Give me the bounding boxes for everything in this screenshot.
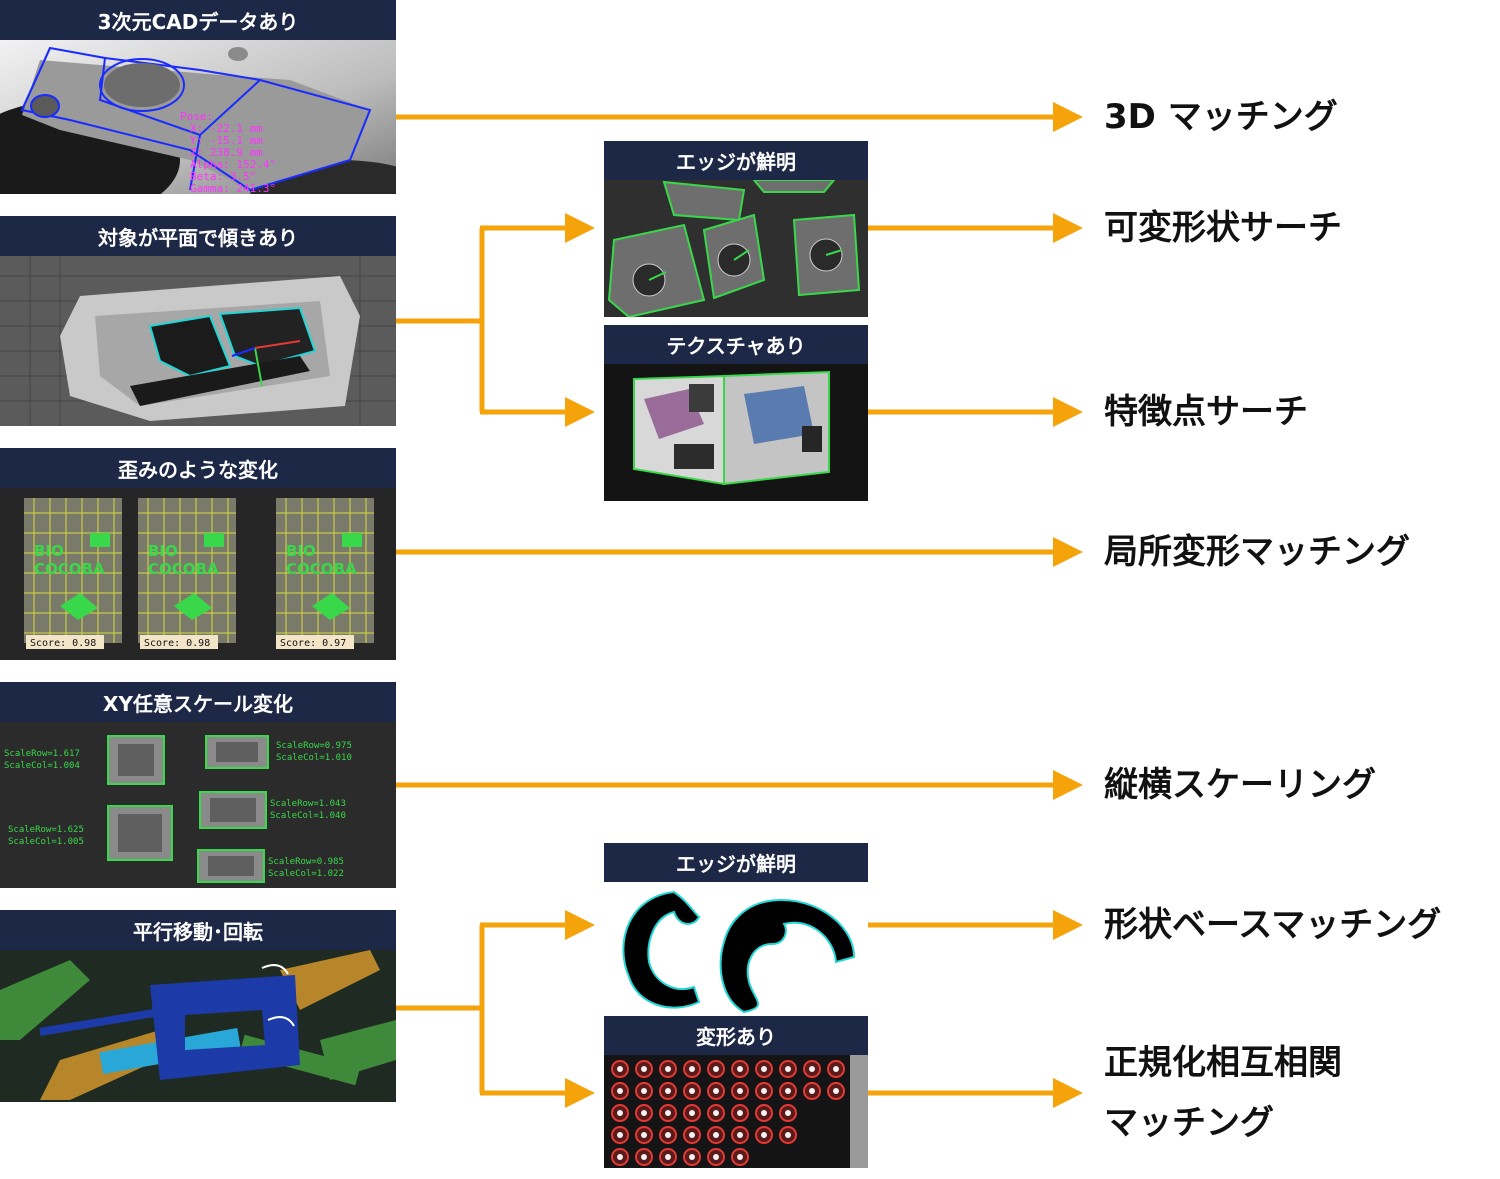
dot-center	[665, 1154, 671, 1160]
bio-text: BIO	[286, 542, 316, 560]
dot-center	[689, 1066, 695, 1072]
dot-center	[641, 1088, 647, 1094]
pose-line: Gamma: 241.3°	[190, 182, 276, 194]
scale-label: ScaleCol=1.040	[270, 811, 346, 821]
dot-center	[761, 1088, 767, 1094]
dot-center	[617, 1066, 623, 1072]
dot-center	[785, 1066, 791, 1072]
scale-label: ScaleCol=1.004	[4, 761, 80, 771]
dot-center	[617, 1154, 623, 1160]
dot-center	[641, 1132, 647, 1138]
dot-center	[785, 1110, 791, 1116]
condition-header-xy-scale: XY任意スケール変化	[0, 682, 396, 722]
bio-text: BIO	[34, 542, 64, 560]
chip-scale-image: ScaleRow=1.617 ScaleCol=1.004 ScaleRow=0…	[0, 722, 396, 888]
method-anisotropic-scaling: 縦横スケーリング	[1104, 765, 1376, 805]
dot-center	[689, 1154, 695, 1160]
method-ncc-line2: マッチング	[1104, 1103, 1274, 1143]
condition-header-distortion: 歪みのような変化	[0, 448, 396, 488]
dot-markers	[611, 1060, 845, 1166]
scale-label: ScaleRow=1.043	[270, 799, 346, 809]
pose-line: Pose:	[180, 110, 213, 123]
sub-header-edge-upper: エッジが鮮明	[604, 141, 868, 180]
pose-line: Beta: 3.5°	[190, 170, 256, 183]
condition-header-tilt: 対象が平面で傾きあり	[0, 216, 396, 256]
bio-text: COCOBA	[34, 560, 105, 578]
method-deformable-search: 可変形状サーチ	[1104, 208, 1342, 248]
method-3d-matching: 3D マッチング	[1104, 97, 1338, 137]
dot-center	[761, 1132, 767, 1138]
clip-parts-image	[0, 950, 396, 1102]
car-door-image	[0, 256, 396, 426]
pose-line: Z: 238.9 mm	[190, 146, 263, 159]
dot-center	[617, 1110, 623, 1116]
dot-center	[809, 1088, 815, 1094]
distorted-package-image: BIO COCOBA BIO COCOBA BIO COCOBA Score: …	[0, 488, 396, 660]
sub-header-deform: 変形あり	[604, 1016, 868, 1055]
method-shape-based-matching: 形状ベースマッチング	[1104, 905, 1442, 945]
dot-center	[689, 1088, 695, 1094]
pose-line: Y: -15.1 mm	[190, 134, 263, 147]
method-ncc-line1: 正規化相互相関	[1104, 1043, 1342, 1083]
scale-label: ScaleCol=1.005	[8, 837, 84, 847]
scale-label: ScaleCol=1.022	[268, 869, 344, 879]
dot-grid-image	[604, 1055, 868, 1168]
bio-text: BIO	[148, 542, 178, 560]
dot-center	[665, 1110, 671, 1116]
dot-center	[713, 1154, 719, 1160]
sub-header-edge-lower: エッジが鮮明	[604, 843, 868, 882]
condition-header-translation: 平行移動･回転	[0, 910, 396, 950]
dot-center	[665, 1088, 671, 1094]
dot-center	[737, 1132, 743, 1138]
dot-center	[737, 1066, 743, 1072]
bio-text: COCOBA	[148, 560, 219, 578]
method-local-deformable-matching: 局所変形マッチング	[1104, 532, 1410, 572]
scale-label: ScaleRow=0.985	[268, 857, 344, 867]
dot-center	[737, 1154, 743, 1160]
dot-center	[617, 1088, 623, 1094]
bio-text: COCOBA	[286, 560, 357, 578]
dot-center	[761, 1110, 767, 1116]
motor-housing-image	[604, 180, 868, 317]
dot-center	[665, 1066, 671, 1072]
dot-center	[713, 1088, 719, 1094]
dot-center	[617, 1132, 623, 1138]
scale-label: ScaleRow=1.617	[4, 749, 80, 759]
scale-label: ScaleCol=1.010	[276, 753, 352, 763]
dot-center	[809, 1066, 815, 1072]
score-label: Score: 0.98	[30, 638, 96, 649]
dot-center	[641, 1066, 647, 1072]
scale-label: ScaleRow=0.975	[276, 741, 352, 751]
dot-center	[689, 1132, 695, 1138]
dot-center	[641, 1154, 647, 1160]
dot-center	[833, 1088, 839, 1094]
cad-pose-image: Pose: X: -22.1 mm Y: -15.1 mm Z: 238.9 m…	[0, 40, 396, 194]
textured-box-image	[604, 364, 868, 501]
sub-header-texture: テクスチャあり	[604, 325, 868, 364]
ring-clip-image	[604, 882, 868, 1018]
dot-center	[785, 1132, 791, 1138]
dot-center	[785, 1088, 791, 1094]
dot-center	[713, 1066, 719, 1072]
pose-line: Alpha: 152.4°	[190, 158, 276, 171]
dot-center	[641, 1110, 647, 1116]
condition-header-cad: 3次元CADデータあり	[0, 0, 396, 40]
dot-center	[833, 1066, 839, 1072]
scale-label: ScaleRow=1.625	[8, 825, 84, 835]
dot-center	[713, 1110, 719, 1116]
dot-center	[713, 1132, 719, 1138]
dot-center	[689, 1110, 695, 1116]
score-label: Score: 0.98	[144, 638, 210, 649]
dot-center	[737, 1088, 743, 1094]
dot-center	[737, 1110, 743, 1116]
dot-center	[761, 1066, 767, 1072]
score-label: Score: 0.97	[280, 638, 346, 649]
method-feature-search: 特徴点サーチ	[1104, 392, 1308, 432]
pose-line: X: -22.1 mm	[190, 122, 263, 135]
dot-center	[665, 1132, 671, 1138]
